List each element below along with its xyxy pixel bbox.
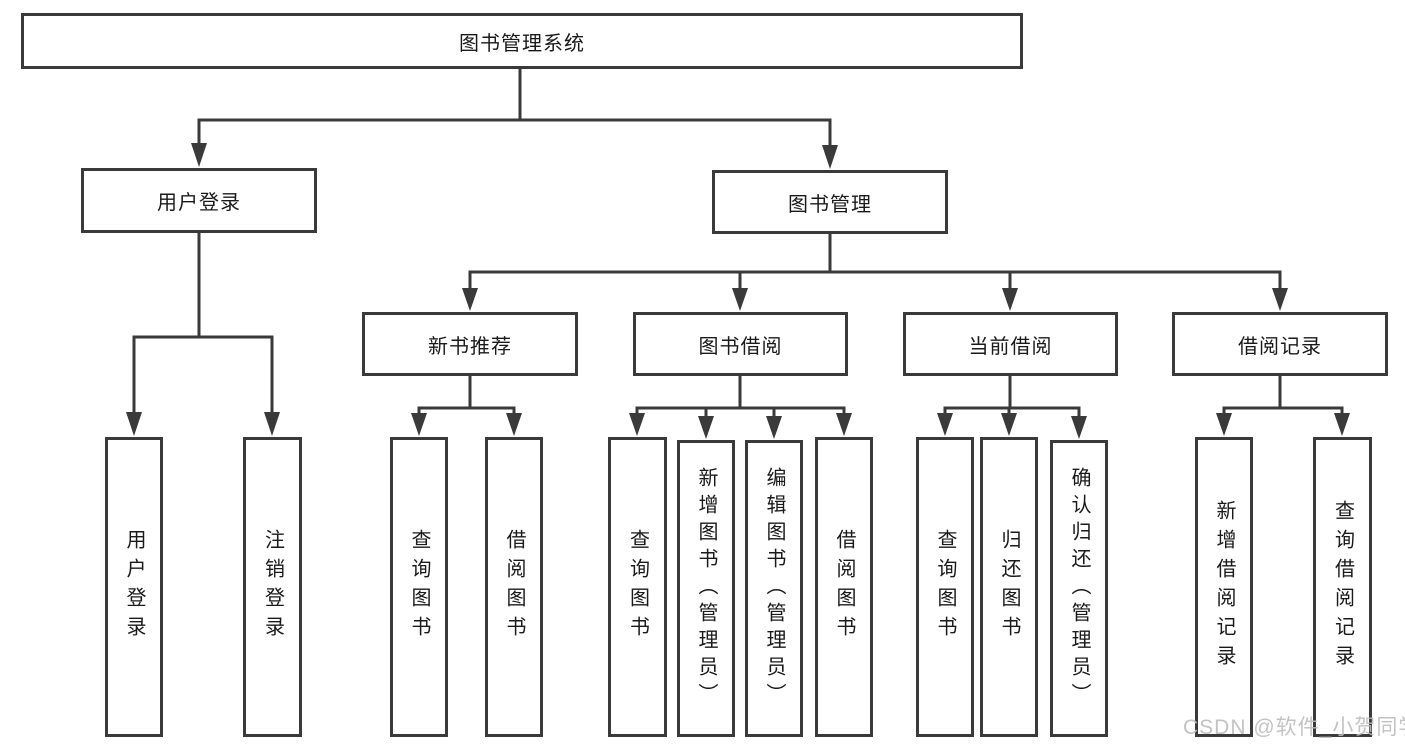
leaf-confirm-return-admin: 确认归还（管理员） — [1050, 440, 1108, 737]
leaf-label: 查询图书 — [934, 529, 956, 645]
leaf-label: 查询图书 — [408, 529, 430, 645]
leaf-return-book: 归还图书 — [980, 437, 1038, 737]
leaf-label: 归还图书 — [998, 529, 1020, 645]
leaf-label: 新增图书（管理员） — [695, 467, 717, 710]
node-book-management: 图书管理 — [712, 170, 948, 234]
leaf-logout: 注销登录 — [243, 437, 302, 737]
node-label: 当前借阅 — [968, 335, 1053, 358]
node-label: 用户登录 — [157, 192, 241, 214]
leaf-add-book-admin: 新增图书（管理员） — [677, 440, 735, 737]
node-label: 借阅记录 — [1238, 335, 1322, 358]
csdn-watermark: CSDN @软件_小贺同学 — [1183, 716, 1405, 739]
leaf-borrow-books-borrowing: 借阅图书 — [815, 437, 873, 737]
node-label: 图书管理系统 — [459, 32, 585, 55]
leaf-label: 用户登录 — [123, 529, 145, 645]
leaf-user-login: 用户登录 — [105, 437, 163, 737]
leaf-label: 借阅图书 — [503, 529, 525, 645]
leaf-query-books-recommend: 查询图书 — [390, 437, 448, 737]
leaf-edit-book-admin: 编辑图书（管理员） — [745, 440, 803, 737]
leaf-label: 新增借阅记录 — [1213, 500, 1235, 674]
leaf-label: 确认归还（管理员） — [1068, 467, 1090, 710]
leaf-query-books-borrowing: 查询图书 — [608, 437, 667, 737]
node-borrowing-records: 借阅记录 — [1172, 312, 1388, 376]
node-label: 新书推荐 — [428, 335, 512, 358]
arrowheads — [126, 143, 1350, 439]
leaf-borrow-books-recommend: 借阅图书 — [485, 437, 543, 737]
node-new-book-recommendation: 新书推荐 — [362, 312, 578, 376]
node-label: 图书借阅 — [698, 335, 783, 358]
leaf-query-borrow-record: 查询借阅记录 — [1313, 437, 1372, 737]
leaf-add-borrow-record: 新增借阅记录 — [1195, 437, 1253, 737]
leaf-label: 借阅图书 — [833, 529, 855, 645]
leaf-label: 查询借阅记录 — [1331, 500, 1354, 674]
node-current-borrowing: 当前借阅 — [903, 312, 1118, 376]
node-label: 图书管理 — [788, 193, 872, 216]
node-book-borrowing: 图书借阅 — [633, 312, 848, 376]
node-user-login: 用户登录 — [81, 168, 317, 233]
leaf-query-books-current: 查询图书 — [916, 437, 974, 737]
leaf-label: 编辑图书（管理员） — [763, 467, 785, 710]
leaf-label: 查询图书 — [626, 529, 649, 645]
node-library-system-root: 图书管理系统 — [21, 13, 1023, 69]
leaf-label: 注销登录 — [261, 529, 284, 645]
